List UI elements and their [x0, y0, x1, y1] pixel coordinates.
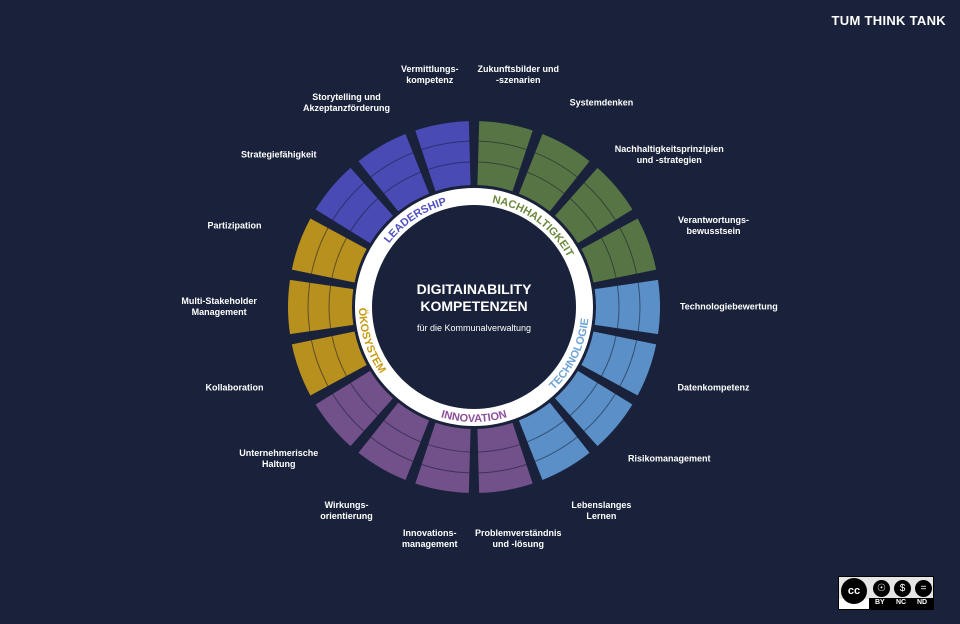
segment-level-line	[332, 393, 365, 432]
segment-level-line	[331, 336, 347, 377]
center-disc	[372, 205, 576, 409]
segment-level-line	[310, 340, 329, 387]
segment-label: Verantwortungs- bewusstsein	[677, 215, 750, 237]
wheel-segment	[315, 167, 394, 244]
segment-level-line	[478, 161, 520, 170]
segment-label: Datenkompetenz	[677, 382, 750, 393]
wheel-segment	[554, 370, 633, 447]
segment-level-line	[383, 420, 421, 443]
segment-label: Lebenslanges Lernen	[571, 500, 632, 522]
wheel-segment	[594, 279, 660, 335]
center-subtitle: für die Kommunalverwaltung	[416, 323, 532, 333]
segment-label: Strategiefähigkeit	[240, 149, 317, 160]
wheel-segment	[415, 121, 471, 192]
wheel-segments	[287, 121, 660, 493]
segment-level-line	[478, 464, 527, 474]
segment-level-line	[619, 340, 638, 387]
segment-level-line	[332, 182, 365, 221]
segment-label: Vermittlungs- kompetenz	[400, 63, 459, 85]
segment-label: Zukunftsbilder und -szenarien	[477, 63, 560, 85]
wheel-segment	[477, 121, 533, 192]
segment-level-line	[569, 382, 598, 416]
segment-label: Technologiebewertung	[679, 301, 778, 312]
segment-label: Partizipation	[207, 220, 262, 231]
attribution-icon: ☉	[873, 580, 890, 597]
segment-label: Nachhaltigkeitsprinzipien und -strategie…	[614, 144, 724, 166]
noncommercial-icon: $	[894, 580, 911, 597]
wheel-segment	[315, 370, 394, 447]
segment-level-line	[601, 237, 617, 278]
segment-level-line	[310, 227, 329, 274]
segment-level-line	[350, 198, 379, 232]
segment-level-line	[370, 152, 414, 178]
wheel-segment	[287, 279, 354, 335]
wheel-segment	[291, 331, 367, 396]
segment-level-line	[421, 464, 470, 474]
wheel-segment	[554, 167, 633, 244]
segment-level-line	[601, 336, 617, 377]
segment-label: Unternehmerische Haltung	[239, 447, 319, 469]
wheel-segment	[581, 218, 657, 283]
segment-level-line	[534, 436, 578, 462]
segment-level-line	[527, 420, 565, 443]
segment-level-line	[616, 285, 620, 329]
segment-level-line	[370, 436, 414, 462]
segment-level-line	[421, 140, 470, 150]
center-title: DIGITAINABILITY KOMPETENZEN	[416, 281, 532, 314]
segment-label: Risikomanagement	[627, 453, 711, 464]
segment-level-line	[583, 393, 616, 432]
segment-level-line	[619, 227, 638, 274]
wheel-segment	[581, 331, 657, 396]
wheel-segment	[415, 422, 471, 493]
segment-level-line	[527, 171, 565, 194]
category-label: INNOVATION	[440, 408, 508, 425]
cc-license-badge[interactable]: cc ☉ $ = BY NC ND	[838, 576, 934, 610]
segment-label: Problemverständnis und -lösung	[474, 528, 562, 550]
segment-level-line	[637, 282, 641, 332]
cc-icon: cc	[841, 578, 867, 604]
segment-level-line	[428, 161, 470, 170]
segment-label: Multi-Stakeholder Management	[181, 296, 257, 317]
noderivatives-icon: =	[915, 580, 932, 597]
segment-level-line	[328, 285, 332, 329]
license-term-nd: ND	[917, 599, 928, 606]
segment-level-line	[534, 152, 578, 178]
segment-level-line	[569, 198, 598, 232]
segment-level-line	[478, 444, 520, 453]
brand-logo-text: TUM THINK TANK	[831, 13, 946, 28]
segment-level-line	[428, 444, 470, 453]
license-term-by: BY	[875, 599, 885, 606]
segment-level-line	[478, 140, 527, 150]
segment-level-line	[350, 382, 379, 416]
wheel-segment	[477, 422, 533, 493]
wheel-segment	[291, 218, 367, 283]
segment-label: Wirkungs- orientierung	[320, 500, 373, 522]
segment-level-line	[307, 282, 311, 332]
segment-level-line	[383, 171, 421, 194]
segment-label: Storytelling und Akzeptanzförderung	[303, 91, 391, 113]
segment-label: Innovations- management	[401, 528, 458, 550]
segment-level-line	[331, 237, 347, 278]
segment-label: Kollaboration	[205, 382, 264, 393]
segment-level-line	[583, 182, 616, 221]
segment-label: Systemdenken	[569, 97, 634, 108]
license-term-nc: NC	[896, 599, 907, 606]
